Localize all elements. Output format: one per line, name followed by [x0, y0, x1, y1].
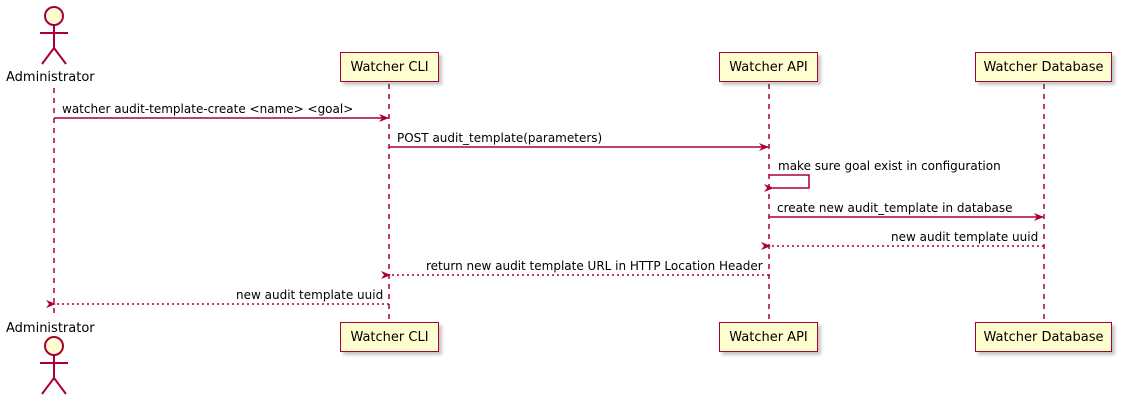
message-label-4: create new audit_template in database [777, 201, 1013, 215]
participant-box-watcher-database-top[interactable]: Watcher Database [975, 52, 1112, 82]
actor-label-administrator-top: Administrator [6, 70, 95, 85]
message-label-1: watcher audit-template-create <name> <go… [62, 102, 354, 116]
actor-label-administrator-bottom: Administrator [6, 321, 95, 336]
actor-figure-administrator-bottom [40, 336, 68, 395]
message-arrow-3 [764, 174, 810, 192]
participant-label: Watcher CLI [350, 59, 429, 75]
message-label-5: new audit template uuid [891, 230, 1039, 244]
participant-box-watcher-api-bottom[interactable]: Watcher API [719, 322, 818, 352]
actor-head [44, 6, 64, 26]
actor-figures-group [40, 6, 68, 395]
participant-label: Watcher Database [983, 59, 1104, 75]
message-arrows-group [46, 114, 1044, 308]
participant-box-watcher-api-top[interactable]: Watcher API [719, 52, 818, 82]
actor-head [44, 336, 64, 356]
message-label-2: POST audit_template(parameters) [397, 131, 603, 145]
message-label-6: return new audit template URL in HTTP Lo… [426, 259, 763, 273]
actor-figure-administrator-top [40, 6, 68, 65]
participant-label: Watcher Database [983, 329, 1104, 345]
participant-label: Watcher API [729, 59, 808, 75]
participant-box-watcher-cli-top[interactable]: Watcher CLI [340, 52, 439, 82]
participant-label: Watcher API [729, 329, 808, 345]
participant-label: Watcher CLI [350, 329, 429, 345]
participant-box-watcher-database-bottom[interactable]: Watcher Database [975, 322, 1112, 352]
participant-box-watcher-cli-bottom[interactable]: Watcher CLI [340, 322, 439, 352]
lifelines-group [53, 84, 1045, 322]
message-label-7: new audit template uuid [236, 288, 384, 302]
message-label-3: make sure goal exist in configuration [778, 159, 1001, 173]
